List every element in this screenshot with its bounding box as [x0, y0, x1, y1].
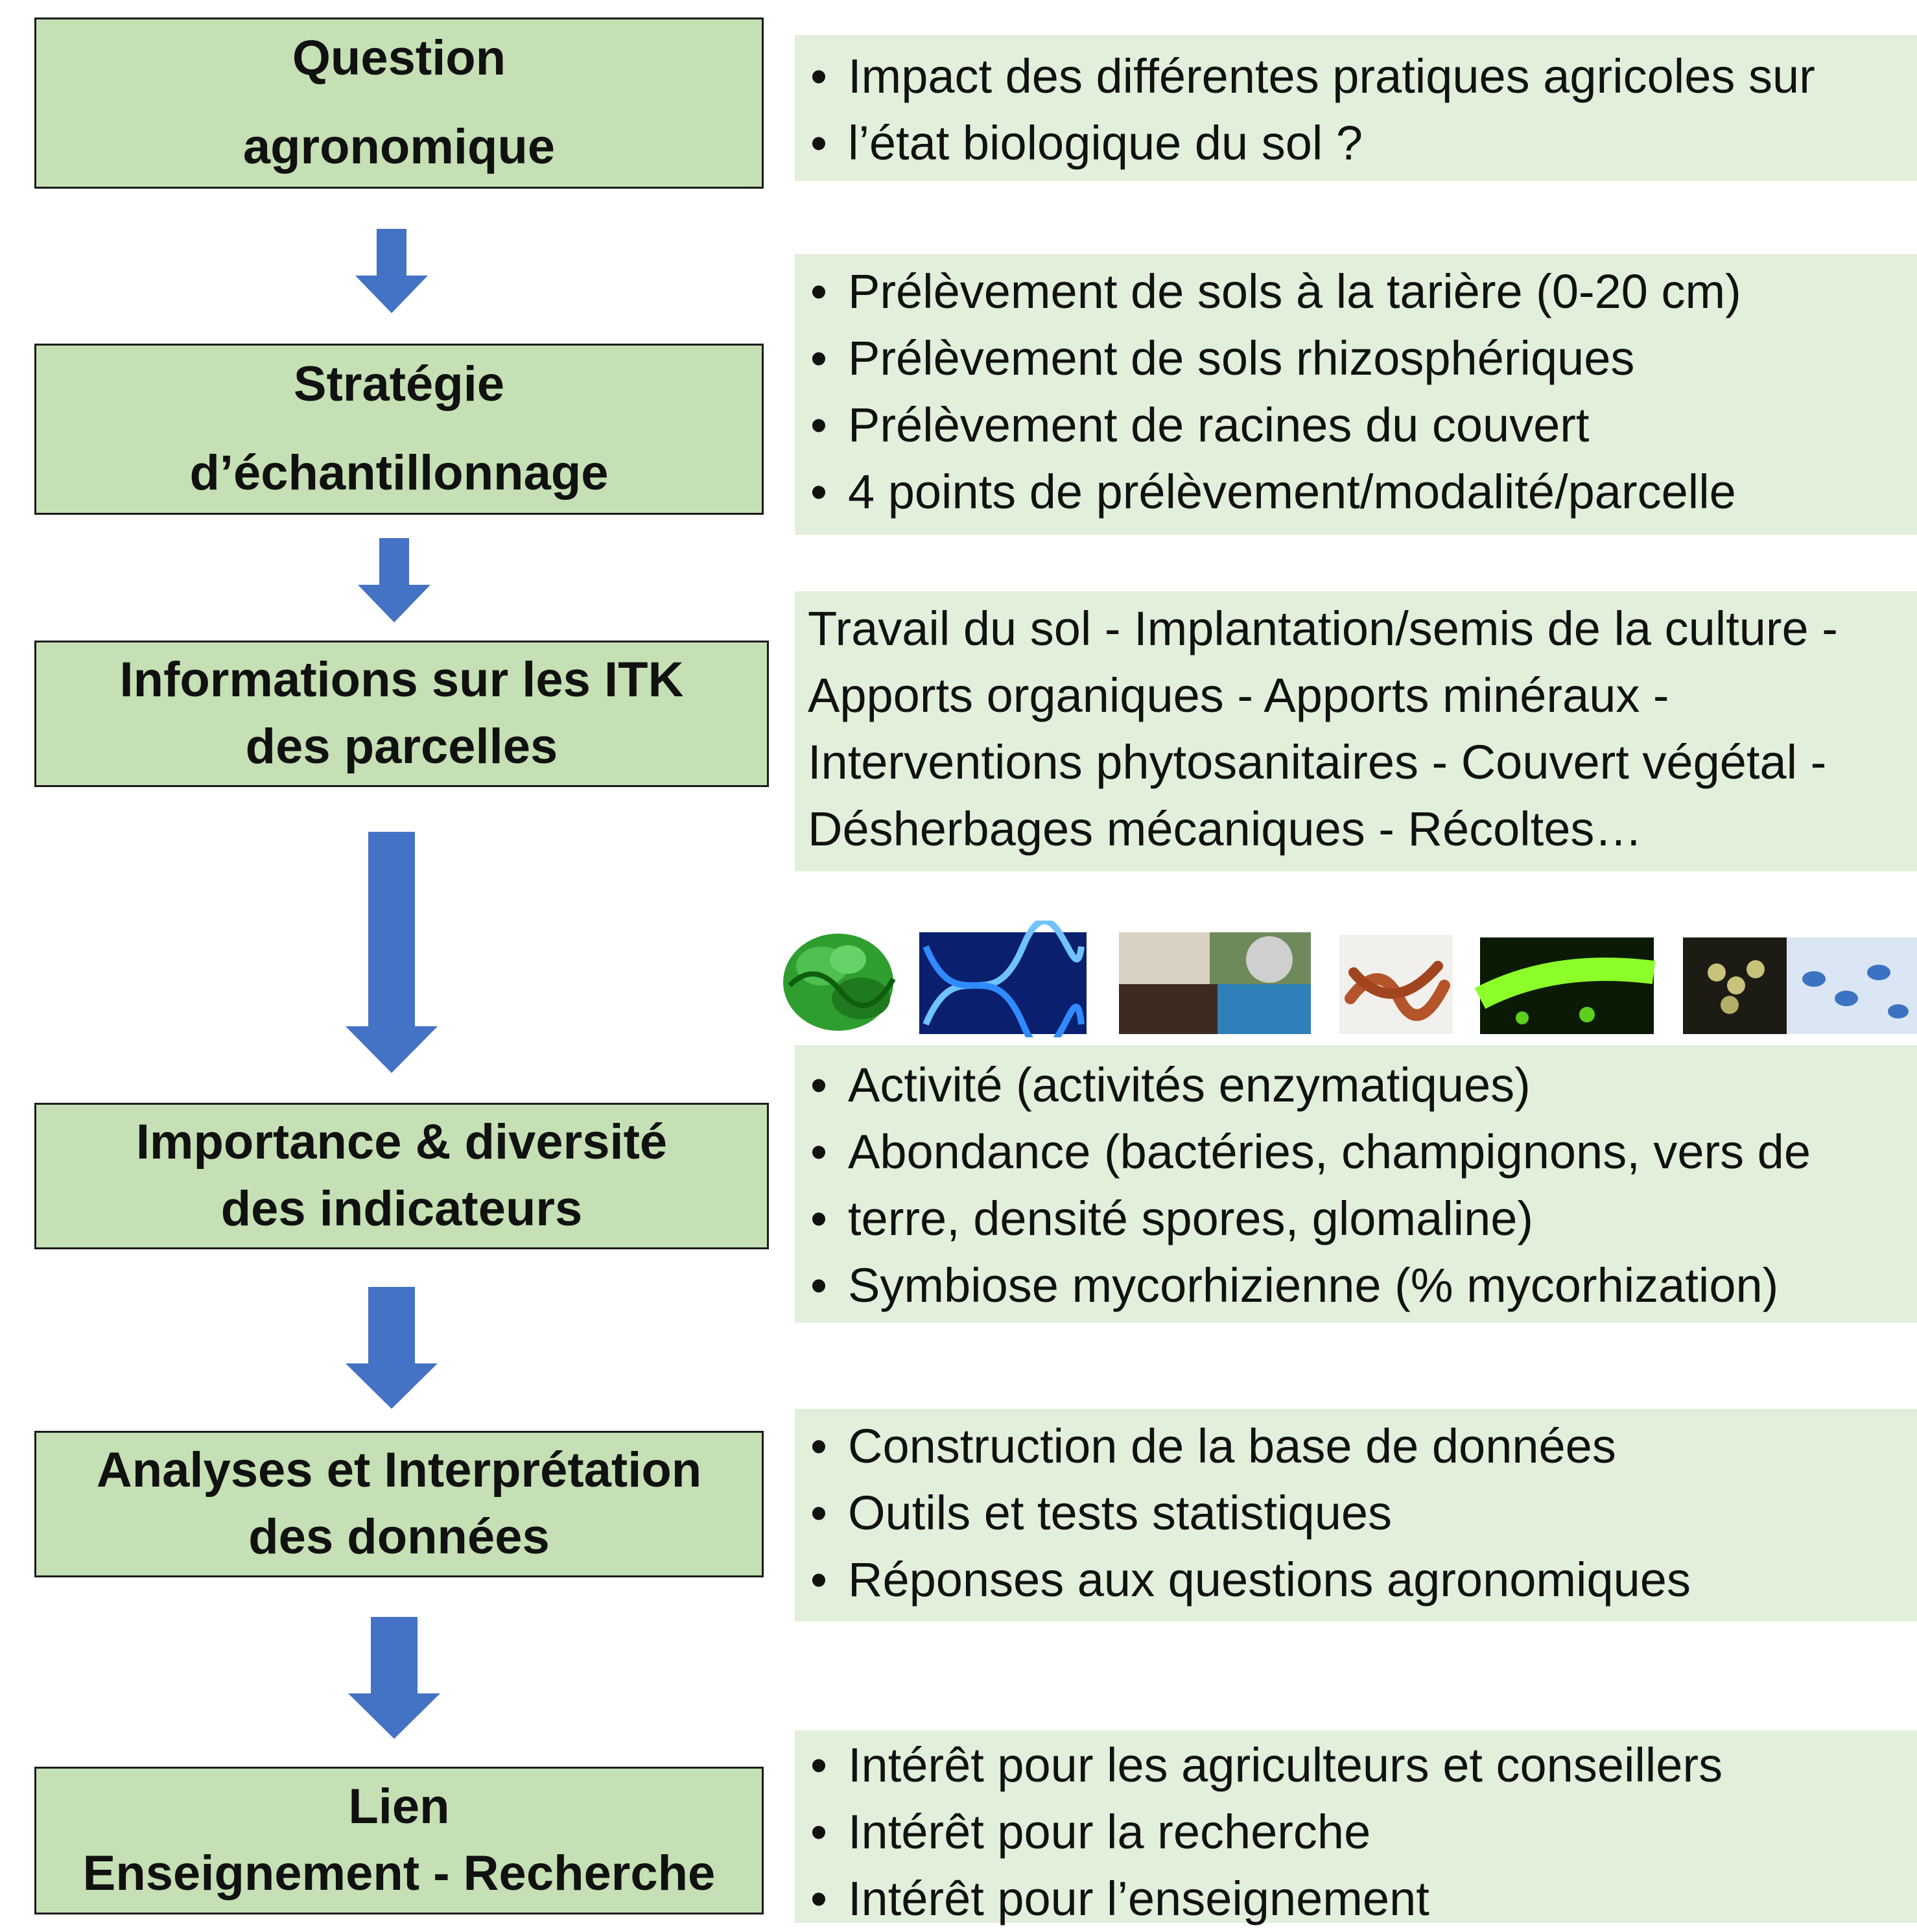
down-arrow-icon — [346, 1287, 438, 1409]
list-item: Intérêt pour l’enseignement — [808, 1865, 1917, 1932]
panel-line: Impact des différentes pratiques agricol… — [808, 43, 1917, 110]
down-arrow-icon — [348, 1617, 440, 1739]
step-line: Stratégie — [293, 357, 505, 412]
panel-itk-details: Travail du sol - Implantation/semis de l… — [795, 591, 1917, 871]
step-line: d’échantillonnage — [189, 445, 609, 501]
panel-line: Interventions phytosanitaires - Couvert … — [808, 735, 1827, 789]
list-item: Symbiose mycorhizienne (% mycorhization) — [808, 1252, 1917, 1319]
step-analyses-interpretation: Analyses et Interprétation des données — [34, 1431, 764, 1577]
step-line: Lien — [348, 1779, 450, 1835]
step-line: des parcelles — [245, 719, 558, 774]
dna-helix-image — [919, 921, 1087, 1037]
panel-line: Travail du sol - Implantation/semis de l… — [808, 602, 1838, 655]
earthworms-image — [1339, 935, 1453, 1034]
step-question-agronomique: Question agronomique — [34, 18, 764, 189]
list-item: Intérêt pour les agriculteurs et conseil… — [808, 1732, 1917, 1798]
step-line: agronomique — [242, 119, 556, 174]
indicator-photo-strip — [777, 921, 1917, 1037]
panel-indicators-details: Activité (activités enzymatiques) Abonda… — [795, 1045, 1917, 1323]
list-item: Activité (activités enzymatiques) — [808, 1052, 1917, 1118]
list-item: Intérêt pour la recherche — [808, 1798, 1917, 1865]
step-informations-itk: Informations sur les ITK des parcelles — [34, 641, 769, 787]
step-strategie-echantillonnage: Stratégie d’échantillonnage — [34, 344, 764, 515]
panel-analysis-details: Construction de la base de données Outil… — [795, 1409, 1917, 1621]
soil-microbes-collage-image — [1119, 932, 1311, 1034]
step-line: Question — [292, 30, 506, 86]
list-item: Prélèvement de racines du couvert — [808, 392, 1917, 458]
step-line: des données — [248, 1509, 550, 1564]
spores-and-stained-hyphae-image — [1683, 937, 1917, 1034]
list-item: Réponses aux questions agronomiques — [808, 1546, 1917, 1613]
down-arrow-icon — [346, 832, 438, 1073]
step-line: Importance & diversité — [135, 1114, 668, 1170]
step-importance-diversite-indicateurs: Importance & diversité des indicateurs — [34, 1103, 769, 1249]
panel-sampling-details: Prélèvement de sols à la tarière (0-20 c… — [795, 254, 1917, 535]
list-item: 4 points de prélèvement/modalité/parcell… — [808, 458, 1917, 525]
list-item: Construction de la base de données — [808, 1413, 1917, 1479]
list-item: Prélèvement de sols à la tarière (0-20 c… — [808, 258, 1917, 325]
panel-line: Désherbages mécaniques - Récoltes… — [808, 802, 1643, 856]
step-line: Informations sur les ITK — [119, 652, 684, 708]
protein-structure-image — [777, 921, 900, 1037]
fluorescent-root-image — [1474, 937, 1656, 1034]
list-item: Abondance (bactéries, champignons, vers … — [808, 1118, 1917, 1185]
panel-line: Apports organiques - Apports minéraux - — [808, 668, 1669, 722]
panel-line: l’état biologique du sol ? — [808, 110, 1917, 176]
down-arrow-icon — [355, 229, 428, 313]
step-line: des indicateurs — [220, 1181, 583, 1236]
step-line: Analyses et Interprétation — [96, 1443, 702, 1498]
step-line: Enseignement - Recherche — [82, 1846, 716, 1901]
list-item-continuation: terre, densité spores, glomaline) — [808, 1185, 1917, 1252]
down-arrow-icon — [358, 538, 430, 622]
panel-link-details: Intérêt pour les agriculteurs et conseil… — [795, 1730, 1917, 1932]
list-item: Outils et tests statistiques — [808, 1479, 1917, 1546]
panel-question-details: Impact des différentes pratiques agricol… — [795, 35, 1917, 181]
step-lien-enseignement-recherche: Lien Enseignement - Recherche — [34, 1767, 764, 1914]
list-item: Prélèvement de sols rhizosphériques — [808, 325, 1917, 392]
